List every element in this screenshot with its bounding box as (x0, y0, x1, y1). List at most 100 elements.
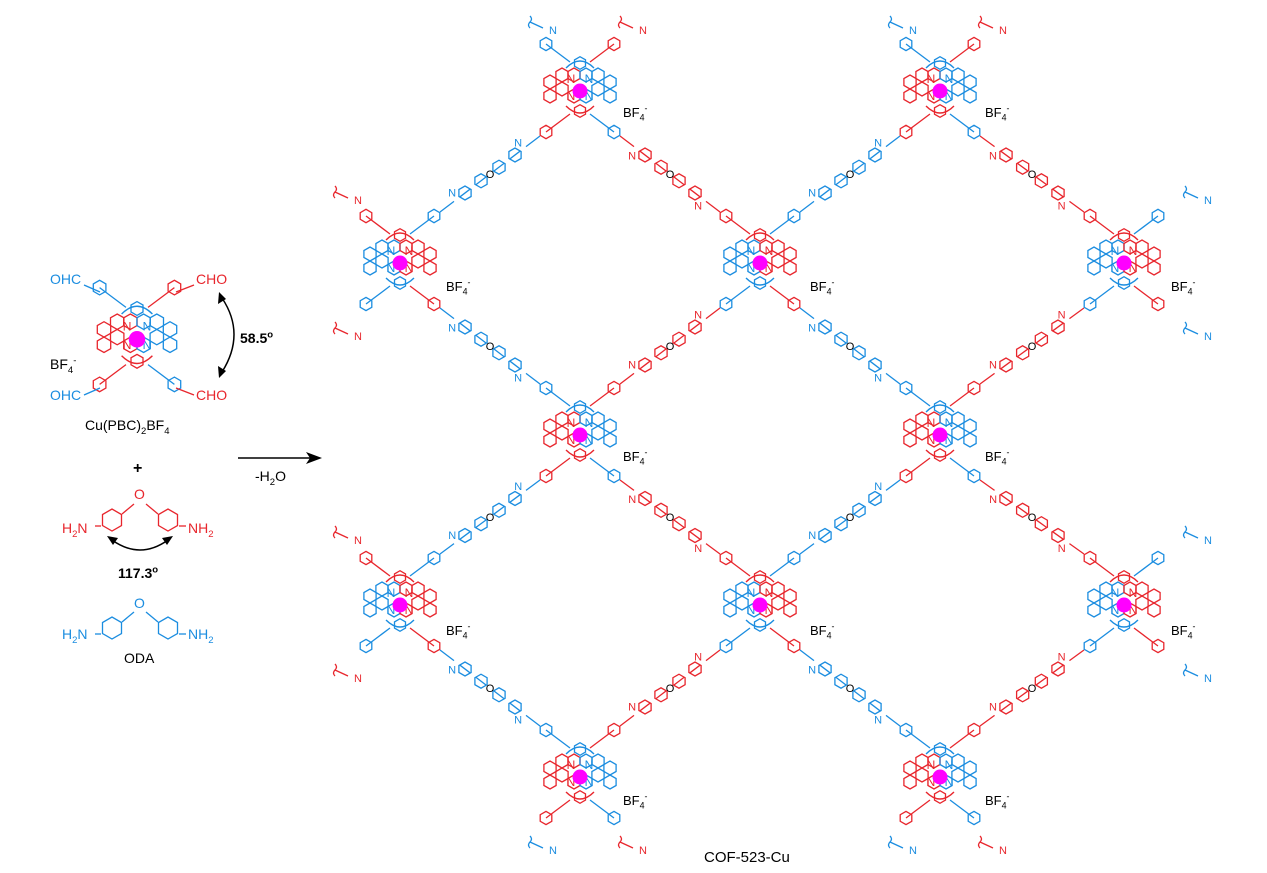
angle-arrow-linker-head-right (162, 536, 173, 545)
structure-mark-690 (121, 503, 135, 515)
cof-linker-4-o: O (1028, 169, 1037, 181)
cof-node-2-cu-center (932, 83, 948, 99)
structure-mark-407 (903, 418, 917, 434)
structure-mark-18 (655, 162, 667, 172)
structure-mark-416 (963, 432, 977, 448)
reagent-node-n1: N (123, 320, 132, 334)
structure-mark-482 (753, 617, 767, 633)
cof-linker-9: ONN (439, 479, 541, 555)
structure-mark-374 (1151, 296, 1165, 312)
structure-mark-301 (393, 227, 407, 243)
structure-mark-184 (705, 649, 721, 662)
structure-mark-389 (565, 404, 595, 413)
structure-mark-17 (639, 150, 651, 160)
cof-linker-11-n1: N (874, 481, 882, 493)
structure-mark-282 (899, 124, 913, 140)
structure-mark-497 (1087, 588, 1101, 604)
cof-node-1-n4: N (585, 89, 594, 103)
cof-linker-13-n1: N (448, 664, 456, 676)
reagent-node-cu-center (128, 331, 146, 348)
structure-mark-186 (673, 676, 685, 686)
structure-mark-605 (334, 191, 349, 199)
structure-mark-65 (474, 331, 488, 347)
structure-mark-187 (655, 690, 667, 700)
structure-mark-428 (899, 380, 913, 396)
structure-mark-148 (868, 490, 882, 507)
structure-mark-78 (688, 319, 702, 335)
structure-mark-52 (1034, 173, 1049, 189)
cof-linker-7-n2: N (874, 372, 882, 384)
structure-mark-263 (963, 74, 977, 90)
structure-mark-666 (121, 355, 153, 365)
structure-mark-229 (555, 81, 569, 97)
structure-mark-106 (1051, 319, 1065, 335)
structure-mark-264 (951, 67, 965, 83)
cof-node-6-cu-center (572, 427, 588, 443)
structure-mark-249 (589, 43, 615, 63)
structure-mark-554 (607, 810, 621, 826)
structure-mark-677 (99, 364, 127, 385)
cof-linker-11: ONN (799, 479, 901, 555)
structure-mark-147 (799, 543, 815, 555)
structure-mark-31 (869, 150, 881, 160)
structure-mark-524 (1151, 638, 1165, 654)
structure-mark-678 (92, 376, 107, 393)
edge-stub-15-n: N (909, 845, 917, 857)
structure-mark-377 (543, 418, 557, 434)
structure-mark-145 (835, 519, 847, 528)
cof-linker-11-n2: N (808, 530, 816, 542)
structure-mark-422 (933, 447, 947, 463)
structure-mark-260 (903, 88, 917, 104)
structure-mark-266 (963, 88, 977, 104)
edge-stub-12-n: N (1204, 673, 1212, 685)
edge-stub-5: N (332, 185, 362, 207)
cof-node-10-n2: N (1111, 603, 1120, 617)
structure-mark-173 (493, 690, 505, 700)
structure-mark-104 (1000, 360, 1012, 370)
structure-mark-463 (409, 627, 435, 647)
cof-linker-7-o: O (846, 341, 855, 353)
edge-stub-4: N (977, 15, 1007, 37)
cof-node-11-n2: N (567, 775, 576, 789)
edge-stub-8-n: N (1204, 331, 1212, 343)
structure-mark-313 (409, 285, 435, 305)
structure-mark-565 (951, 767, 965, 783)
cof-linker-8-o: O (1028, 341, 1037, 353)
structure-mark-60 (475, 334, 487, 344)
structure-mark-373 (1133, 285, 1159, 305)
aldehyde-bottom-right: CHO (196, 387, 228, 403)
structure-mark-571 (933, 741, 947, 757)
cof-node-11-n1: N (567, 758, 576, 772)
linker-name: ODA (124, 650, 155, 666)
cof-node-5-n2: N (1111, 261, 1120, 275)
structure-mark-6 (459, 188, 471, 198)
cof-node-1-n1: N (567, 72, 576, 86)
cof-node-5-n4: N (1129, 261, 1138, 275)
structure-mark-462 (359, 638, 373, 654)
structure-mark-683 (175, 284, 195, 293)
structure-mark-342 (719, 296, 733, 312)
structure-mark-491 (725, 627, 751, 647)
structure-mark-505 (1135, 595, 1149, 611)
structure-mark-272 (933, 103, 947, 119)
cof-linker-4-n2: N (1058, 201, 1066, 213)
structure-mark-584 (967, 810, 981, 826)
structure-mark-47 (1035, 176, 1047, 186)
product-counter-ion-5: BF4- (1171, 277, 1196, 297)
structure-mark-50 (999, 147, 1013, 163)
structure-mark-656 (96, 336, 112, 354)
structure-mark-680 (167, 376, 182, 393)
linker-angle: 117.3o (118, 564, 159, 581)
structure-mark-178 (492, 687, 506, 703)
structure-mark-566 (963, 774, 977, 790)
edge-stub-3: N (887, 15, 917, 37)
structure-mark-569 (925, 746, 955, 755)
structure-mark-417 (939, 411, 953, 427)
structure-mark-510 (1109, 619, 1139, 628)
structure-mark-621 (334, 531, 349, 539)
structure-mark-61 (493, 348, 505, 358)
cof-linker-3-n2: N (808, 188, 816, 200)
structure-mark-563 (963, 760, 977, 776)
structure-mark-337 (725, 215, 751, 235)
